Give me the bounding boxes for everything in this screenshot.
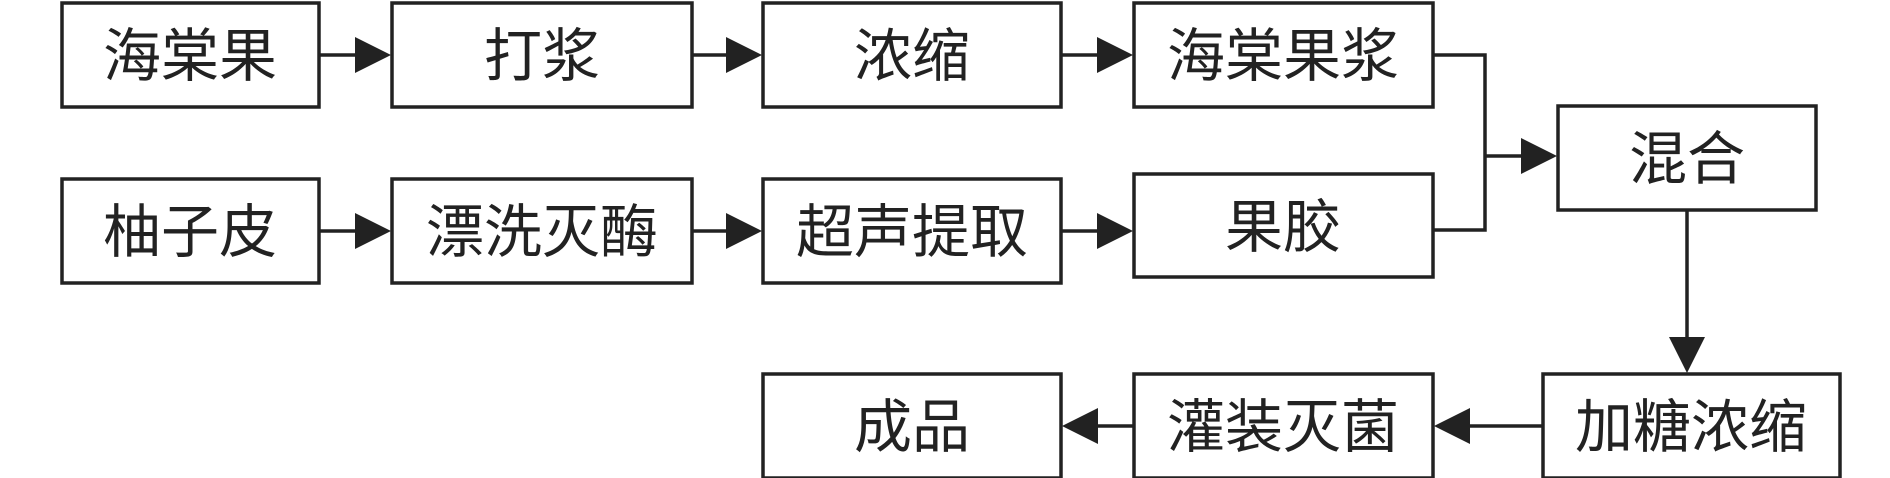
node-label: 海棠果 [103, 22, 277, 90]
node-beating: 打浆 [390, 1, 694, 109]
arrow-beating-to-concentrate [692, 37, 762, 73]
arrow-fruit-to-beating [319, 37, 391, 73]
node-label: 超声提取 [796, 198, 1028, 266]
node-haitang-fruit: 海棠果 [60, 1, 321, 109]
node-label: 加糖浓缩 [1575, 393, 1807, 461]
node-finished-product: 成品 [761, 372, 1063, 478]
node-label: 海棠果浆 [1167, 22, 1399, 90]
arrow-peel-to-rinse [319, 213, 391, 249]
node-label: 打浆 [484, 22, 600, 90]
node-label: 灌装灭菌 [1167, 393, 1399, 461]
arrow-extract-to-pectin [1061, 213, 1133, 249]
node-label: 果胶 [1225, 193, 1341, 261]
node-label: 浓缩 [854, 22, 970, 90]
node-sugar-concentrate: 加糖浓缩 [1541, 372, 1842, 478]
node-concentrate-1: 浓缩 [761, 1, 1063, 109]
node-haitang-pulp: 海棠果浆 [1132, 1, 1435, 109]
arrow-concentrate-to-pulp [1061, 37, 1133, 73]
arrow-filling-to-product [1062, 408, 1134, 444]
node-mixing: 混合 [1556, 104, 1818, 212]
connector-pulp-pectin-to-mixing [1433, 53, 1557, 232]
arrow-mixing-to-sugar-concentrate [1669, 210, 1705, 373]
node-label: 柚子皮 [103, 198, 277, 266]
node-rinse-inactivate: 漂洗灭酶 [390, 177, 694, 285]
node-label: 混合 [1629, 125, 1745, 193]
node-label: 成品 [854, 393, 970, 461]
arrow-rinse-to-extract [692, 213, 762, 249]
arrow-sugar-to-filling [1434, 408, 1543, 444]
node-pomelo-peel: 柚子皮 [60, 177, 321, 285]
node-label: 漂洗灭酶 [426, 198, 658, 266]
node-pectin: 果胶 [1132, 172, 1435, 279]
node-ultrasonic-extract: 超声提取 [761, 177, 1063, 285]
node-filling-sterilize: 灌装灭菌 [1132, 372, 1435, 478]
